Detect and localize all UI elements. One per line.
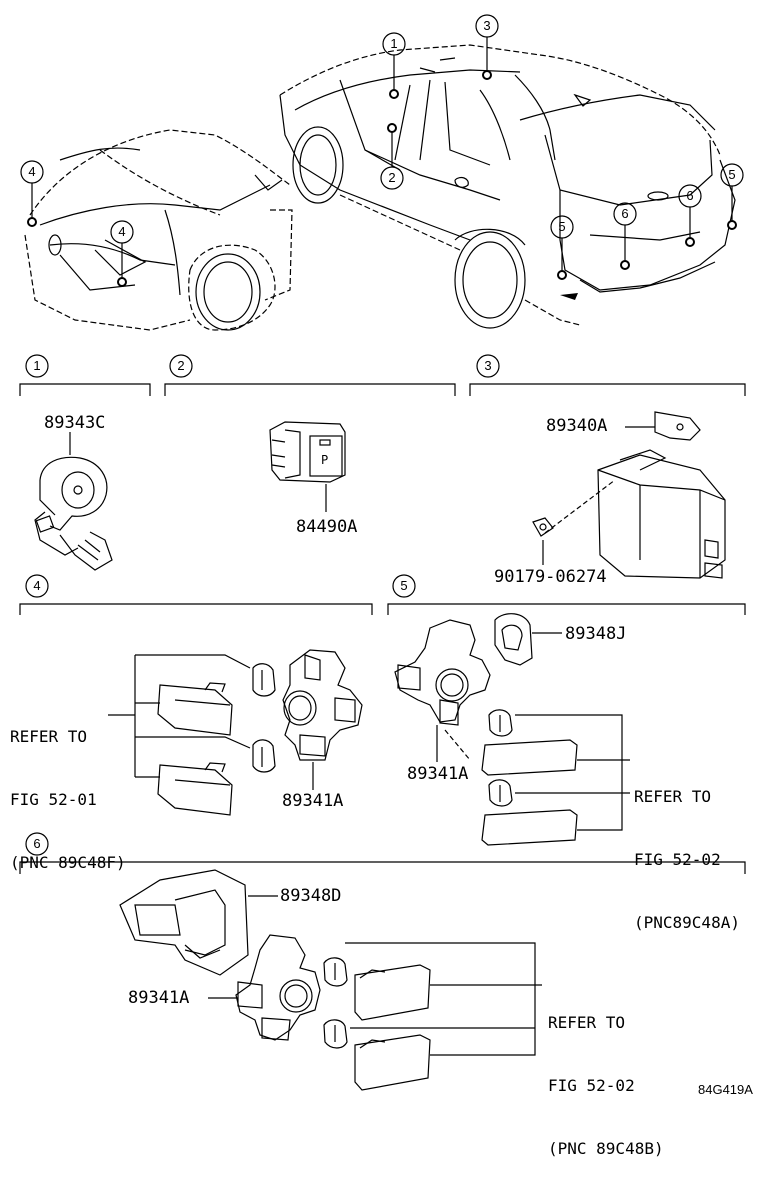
callout-4-front-right: 4 bbox=[118, 224, 126, 239]
section-brackets bbox=[19, 354, 746, 874]
section-1-number: 1 bbox=[33, 358, 41, 373]
refer-line-2: FIG 52-02 bbox=[548, 1076, 635, 1095]
refer-line-2: FIG 52-02 bbox=[634, 850, 721, 869]
callout-5-rear-right: 5 bbox=[728, 167, 736, 182]
part-89341A-s6-drawing bbox=[119, 869, 542, 1091]
section-2-number: 2 bbox=[177, 358, 185, 373]
diagram-code: 84G419A bbox=[698, 1082, 753, 1097]
part-89340A-label: 89340A bbox=[546, 416, 608, 436]
part-89341A-s4-drawing bbox=[108, 649, 363, 816]
rear-car-illustration bbox=[279, 44, 736, 329]
callout-markers bbox=[20, 14, 744, 287]
refer-note-section-6: REFER TO FIG 52-02 (PNC 89C48B) bbox=[548, 970, 664, 1180]
part-89343C-label: 89343C bbox=[44, 413, 106, 433]
part-89341A-s5-label: 89341A bbox=[407, 764, 469, 784]
front-car-illustration bbox=[24, 129, 293, 331]
part-84490A-drawing bbox=[269, 421, 346, 512]
callout-4-front-left: 4 bbox=[28, 164, 36, 179]
refer-line-1: REFER TO bbox=[634, 787, 712, 806]
callout-5-rear-left: 5 bbox=[558, 219, 566, 234]
refer-line-1: REFER TO bbox=[548, 1013, 626, 1032]
refer-line-1: REFER TO bbox=[10, 727, 88, 746]
refer-line-3: (PNC 89C48F) bbox=[10, 853, 126, 872]
part-84490A-label: 84490A bbox=[296, 517, 358, 537]
callout-6-rear-right: 6 bbox=[686, 188, 694, 203]
part-89341A-s5-drawing bbox=[394, 613, 630, 846]
callout-6-rear-left: 6 bbox=[621, 206, 629, 221]
part-89348D-label: 89348D bbox=[280, 886, 342, 906]
refer-note-section-4: REFER TO FIG 52-01 (PNC 89C48F) bbox=[10, 684, 126, 894]
part-89343C-drawing bbox=[34, 432, 113, 571]
switch-p-label: P bbox=[321, 453, 329, 467]
callout-2-top: 2 bbox=[388, 170, 396, 185]
section-6-number: 6 bbox=[33, 836, 41, 851]
refer-note-section-5: REFER TO FIG 52-02 (PNC89C48A) bbox=[634, 744, 740, 954]
refer-line-2: FIG 52-01 bbox=[10, 790, 97, 809]
callout-1-top: 1 bbox=[390, 36, 398, 51]
section-5-number: 5 bbox=[400, 578, 408, 593]
refer-line-3: (PNC 89C48B) bbox=[548, 1139, 664, 1158]
section-4-number: 4 bbox=[33, 578, 41, 593]
part-90179-06274-label: 90179-06274 bbox=[494, 567, 607, 587]
refer-line-3: (PNC89C48A) bbox=[634, 913, 740, 932]
callout-3-top: 3 bbox=[483, 18, 491, 33]
section-3-number: 3 bbox=[484, 358, 492, 373]
part-89341A-s6-label: 89341A bbox=[128, 988, 190, 1008]
parts-diagram bbox=[19, 14, 746, 1091]
part-89341A-s4-label: 89341A bbox=[282, 791, 344, 811]
part-89340A-drawing bbox=[532, 411, 726, 579]
part-89348J-label: 89348J bbox=[565, 624, 627, 644]
